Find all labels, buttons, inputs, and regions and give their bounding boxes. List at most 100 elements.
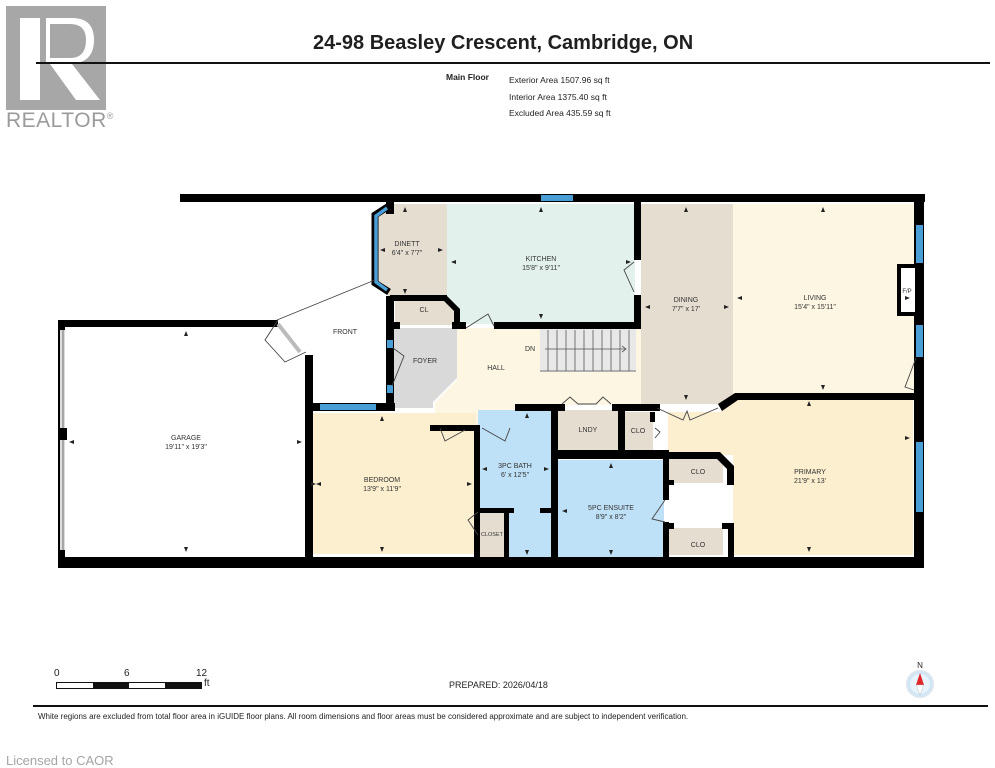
north-compass: N (901, 660, 939, 703)
scale-unit: ft (204, 678, 210, 689)
realtor-wordmark: REALTOR® (6, 109, 114, 132)
clo1-label: CLO (631, 428, 646, 435)
bedroom-area (313, 413, 476, 554)
kitchen-right-wall (634, 200, 641, 260)
closet-area (478, 511, 506, 558)
ensuite-label: 5PC ENSUITE (588, 505, 634, 512)
dining-dims: 7'7" x 17' (672, 306, 700, 313)
dining-label: DINING (674, 297, 699, 304)
closet-right-wall (504, 508, 509, 560)
scale-tick-12: 12 (196, 668, 208, 679)
dinette-area (375, 204, 447, 297)
clo3-right-wall (728, 523, 734, 560)
compass-icon: N (906, 661, 934, 698)
bath-label: 3PC BATH (498, 463, 532, 470)
stairs-area (540, 328, 636, 372)
front-door-swing (264, 319, 307, 363)
ensuite-right-wall-2 (663, 522, 669, 560)
living-window-2 (916, 325, 923, 357)
cl-top-wall (390, 295, 447, 301)
primary-left-stub (650, 404, 660, 411)
clo3-label: CLO (691, 542, 706, 549)
dimension-markers (69, 207, 910, 555)
foyer-cl-wall (390, 322, 400, 329)
bath-top-wall (430, 425, 480, 431)
bath-door-swing (481, 427, 511, 442)
ensuite-area (558, 460, 664, 558)
garage-dims: 19'11" x 19'3" (165, 444, 207, 451)
primary-dims: 21'9" x 13' (794, 478, 826, 485)
windows (320, 195, 923, 512)
ensuite-door-swing (651, 499, 666, 523)
realtor-r-icon (20, 18, 100, 100)
cl-corner (444, 295, 460, 328)
clo1-door-swing (654, 427, 661, 439)
laundry-label: LNDY (579, 427, 598, 434)
clo2-wall (663, 452, 734, 485)
bedroom-right-wall (474, 425, 480, 560)
closet-door-swing (467, 511, 479, 536)
laundry-area (557, 410, 620, 450)
scale-bar-graphic (56, 682, 202, 689)
foyer-window-2 (387, 385, 393, 393)
footer-divider (33, 705, 988, 707)
excluded-area: Excluded Area 435.59 sq ft (509, 108, 611, 118)
primary-area (653, 398, 913, 555)
foyer-door-swing (391, 347, 405, 387)
garage-label: GARAGE (171, 435, 201, 442)
kitchen-window (541, 195, 573, 201)
bedroom-window (320, 404, 376, 410)
realtor-logo (6, 6, 106, 110)
exterior-area: Exterior Area 1507.96 sq ft (509, 75, 610, 85)
room-fills (313, 204, 915, 558)
dinette-label: DINETT (394, 241, 420, 248)
bath-dims: 6' x 12'5" (501, 472, 530, 479)
living-door-swing (904, 357, 917, 391)
door-swings (264, 261, 917, 536)
cl-label: CL (420, 307, 429, 314)
stairs-label: DN (525, 346, 535, 353)
living-area (733, 204, 915, 394)
laundry-door-swing (561, 396, 612, 405)
license-watermark: Licensed to CAOR (6, 753, 114, 768)
kitchen-door-swing (465, 313, 495, 329)
bedroom-door-swing (439, 427, 466, 442)
closet-label: CLOSET (481, 532, 504, 538)
cl-bottom-wall (452, 322, 466, 329)
primary-window (916, 442, 923, 512)
ensuite-right-wall (663, 450, 669, 500)
garage-right-wall (305, 355, 313, 565)
primary-label: PRIMARY (794, 469, 826, 476)
clo3-area (668, 528, 723, 555)
scale-tick-6: 6 (124, 668, 130, 679)
kitchen-label: KITCHEN (526, 256, 557, 263)
fireplace (897, 264, 919, 316)
dining-area (641, 204, 733, 404)
primary-top-wall (718, 393, 916, 411)
cl-area (395, 298, 457, 325)
prepared-date: PREPARED: 2026/04/18 (449, 680, 548, 690)
dinette-bay-window (371, 203, 391, 295)
living-label: LIVING (804, 295, 827, 302)
kitchen-right-wall-2 (634, 295, 641, 329)
bottom-wall (58, 557, 924, 568)
dinette-kitchen-wall (386, 200, 394, 214)
room-labels: DINETT 6'4" x 7'7" KITCHEN 15'8" x 9'11"… (165, 241, 836, 549)
kitchen-area (447, 204, 635, 324)
stair-treads (540, 330, 636, 372)
clo2-label: CLO (691, 469, 706, 476)
clo1-area (625, 412, 653, 450)
foyer-area (391, 328, 457, 408)
bedroom-dims: 13'9" x 11'9" (363, 486, 401, 493)
living-dims: 15'4" x 15'11" (794, 304, 836, 311)
clo1-right-wall (650, 412, 655, 422)
fireplace-label: F/P (902, 289, 911, 295)
bedroom-label: BEDROOM (364, 477, 400, 484)
dining-door-swing (623, 261, 635, 293)
interior-area: Interior Area 1375.40 sq ft (509, 91, 607, 102)
front-label: FRONT (333, 329, 358, 336)
floor-name: Main Floor (446, 72, 489, 82)
front-walkway (276, 279, 376, 321)
garage-door (58, 330, 67, 550)
